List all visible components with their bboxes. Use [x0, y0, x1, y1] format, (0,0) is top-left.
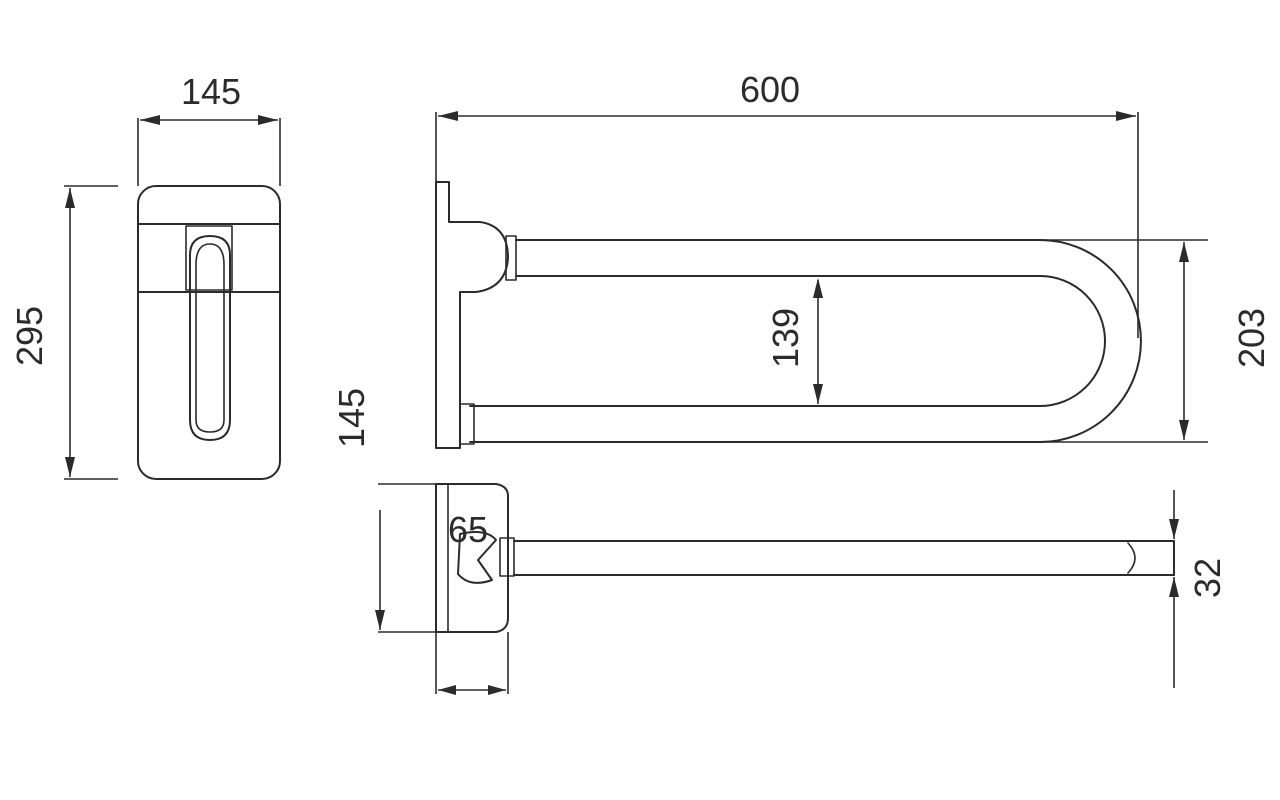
- dimension-tube-diameter: 32: [1169, 490, 1228, 688]
- dimension-inner-gap: 139: [765, 278, 823, 404]
- front-wall-plate: [137, 185, 281, 480]
- top-view: [435, 181, 1142, 449]
- dim-label-front-width: 145: [181, 71, 241, 112]
- side-wall-plate: [435, 483, 509, 633]
- front-view: [137, 185, 281, 480]
- dim-label-overall-length: 600: [740, 69, 800, 110]
- side-tube-collar: [499, 537, 515, 577]
- dimension-front-width: 145: [137, 71, 281, 186]
- top-u-bend-inner: [1039, 275, 1106, 407]
- front-folded-tube-inner: [195, 243, 225, 433]
- side-tube-end-cap: [1127, 542, 1136, 574]
- dim-label-bracket-depth: 65: [448, 509, 488, 550]
- front-hinge-block: [137, 223, 281, 293]
- top-lower-end-cap: [459, 403, 475, 445]
- dimension-overall-length: 600: [435, 69, 1139, 338]
- side-view: [435, 483, 1175, 633]
- dimension-front-height: 295: [9, 185, 118, 480]
- dim-label-outer-height: 203: [1231, 308, 1272, 368]
- top-u-bend-outer: [1039, 239, 1142, 443]
- dimension-outer-height: 203: [1040, 239, 1272, 443]
- side-hinge: [457, 531, 497, 584]
- dimension-side-height: 145: [331, 388, 436, 633]
- dim-label-tube-diameter: 32: [1187, 558, 1228, 598]
- top-wall-plate: [435, 181, 509, 449]
- front-folded-tube: [189, 235, 231, 441]
- front-hinge-cap: [185, 225, 233, 291]
- top-upper-collar: [505, 235, 517, 281]
- dim-label-side-height: 145: [331, 388, 372, 448]
- dim-label-front-height: 295: [9, 306, 50, 366]
- dimension-bracket-depth: 65: [435, 509, 509, 695]
- dim-label-inner-gap: 139: [765, 308, 806, 368]
